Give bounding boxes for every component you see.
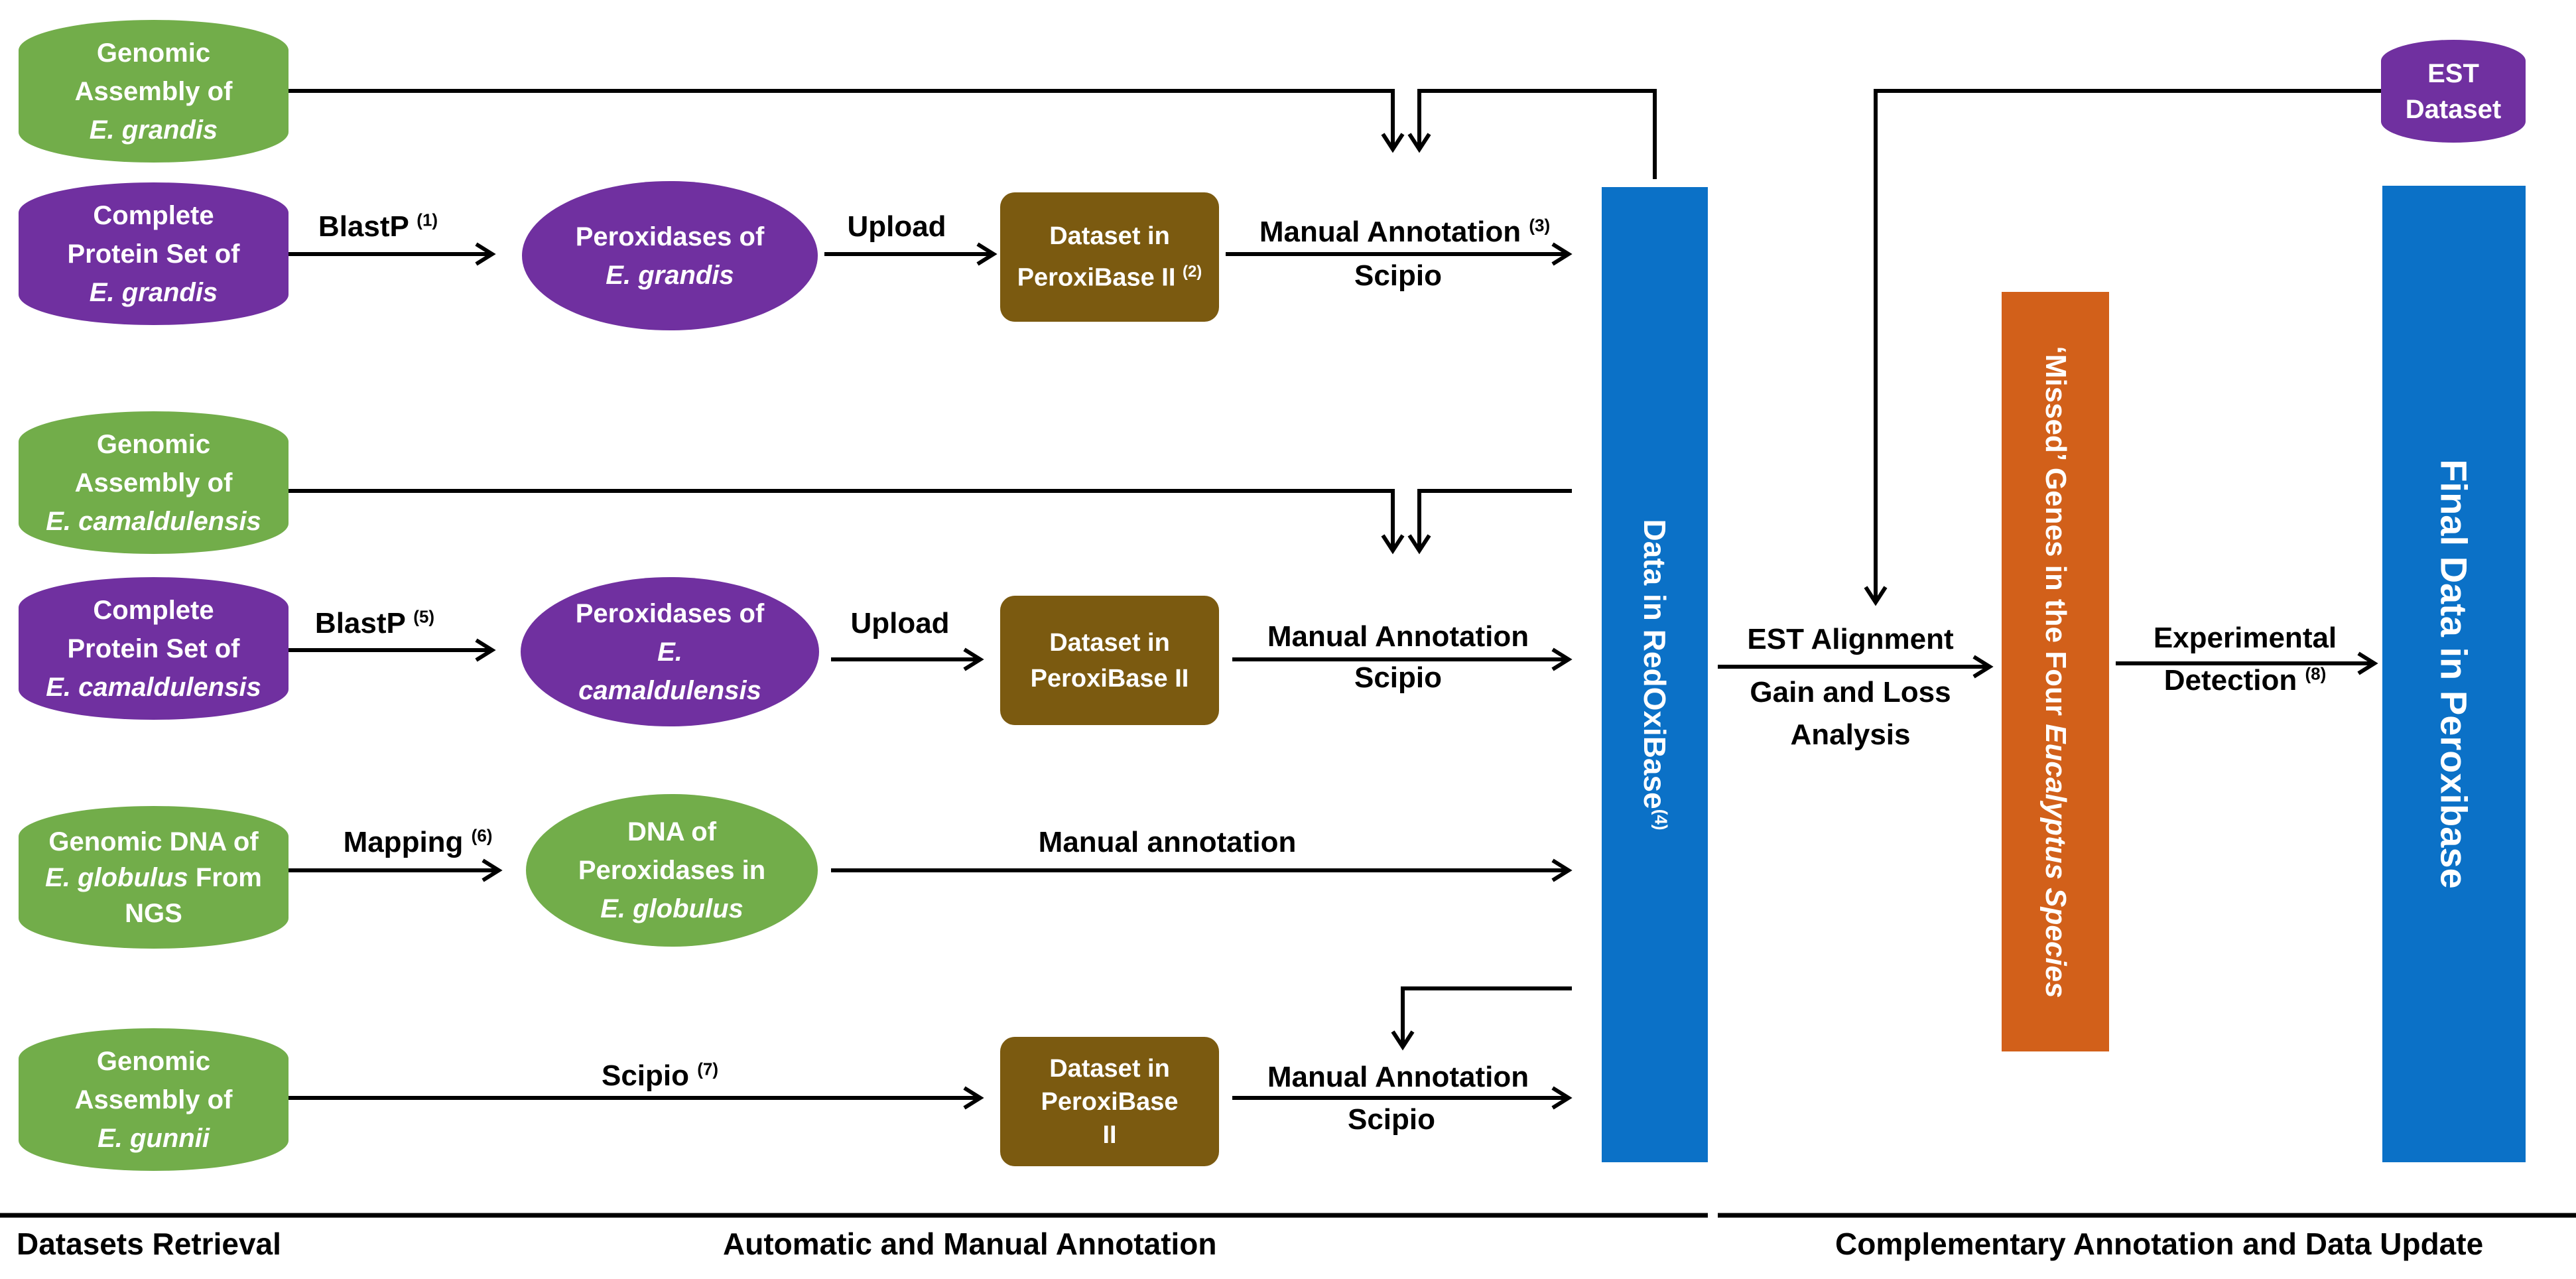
connector-grandis-assembly [289,89,1395,149]
node-grandis-dataset: Dataset in PeroxiBase II (2) [1000,192,1219,322]
arrowhead [1407,133,1431,153]
bar-redoxibase: Data in RedOxiBase(4) [1602,187,1708,1162]
connector-redoxibase-up [1417,89,1657,179]
node-est-dataset: EST Dataset [2381,40,2526,143]
node-gunnii-dataset: Dataset in PeroxiBase II [1000,1037,1219,1166]
label-upload1: Upload [847,210,946,243]
node-camaldulensis-assembly: Genomic Assembly of E. camaldulensis [19,411,289,554]
arrowhead [475,242,496,266]
label-est-alignment: EST Alignment [1747,623,1954,655]
footer-automatic-manual: Automatic and Manual Annotation [723,1227,1217,1261]
label-scipio2: Scipio [1354,661,1443,694]
label-experimental: Experimental Detection (8) [2153,622,2337,697]
connector-camaldulensis-return [1417,489,1572,551]
node-gunnii-assembly: Genomic Assembly of E. gunnii [19,1028,289,1171]
node-camaldulensis-peroxidases: Peroxidases of E. camaldulensis [521,577,819,726]
node-camaldulensis-protein: Complete Protein Set of E. camaldulensis [19,577,289,720]
arrowhead [1407,534,1431,555]
arrowhead [1864,586,1888,606]
connector-camaldulensis-assembly [289,489,1395,551]
label-blastp1: BlastP (1) [318,210,438,243]
footer-complementary: Complementary Annotation and Data Update [1835,1227,2484,1261]
arrowhead [1551,647,1573,671]
arrowhead [1551,858,1573,882]
label-scipio3: Scipio [1347,1103,1436,1136]
label-upload2: Upload [850,607,950,640]
label-manual2: Manual Annotation [1267,620,1529,653]
bar-missed-genes: ‘Missed’ Genes in the Four Eucalyptus Sp… [2002,292,2109,1051]
arrowhead [482,858,503,882]
arrowhead [1551,242,1573,266]
arrowhead [1391,1030,1415,1051]
arrowhead [963,647,984,671]
footer-datasets-retrieval: Datasets Retrieval [17,1227,281,1261]
connector-redoxibase-down [1401,986,1572,1047]
label-scipio1: Scipio [1354,259,1443,292]
arrowhead [976,242,998,266]
node-globulus-dna: Genomic DNA of E. globulus From NGS [19,806,289,949]
arrowhead [1972,655,1994,679]
node-grandis-assembly: Genomic Assembly of E. grandis [19,20,289,163]
arrowhead [1381,534,1405,555]
arrowhead [1551,1086,1573,1110]
node-camaldulensis-dataset: Dataset in PeroxiBase II [1000,596,1219,725]
label-manual-annotation: Manual annotation [1038,826,1297,858]
arrowhead [475,638,496,662]
arrowhead [1381,133,1405,153]
arrowhead [2357,651,2378,675]
label-blastp2: BlastP (5) [314,606,435,640]
bar-final-data: Final Data in Peroxibase [2382,186,2526,1162]
arrowhead [963,1086,984,1110]
label-manual1: Manual Annotation (3) [1259,215,1551,248]
label-scipio7: Scipio (7) [601,1059,719,1092]
label-gain-loss: Gain and Loss Analysis [1750,676,1951,751]
label-mapping: Mapping (6) [343,825,493,858]
label-manual3: Manual Annotation [1267,1061,1529,1093]
node-grandis-peroxidases: Peroxidases of E. grandis [522,181,818,330]
node-grandis-protein: Complete Protein Set of E. grandis [19,182,289,325]
connector-est-dataset [1874,89,2381,602]
node-globulus-peroxidases: DNA of Peroxidases in E. globulus [526,794,818,947]
